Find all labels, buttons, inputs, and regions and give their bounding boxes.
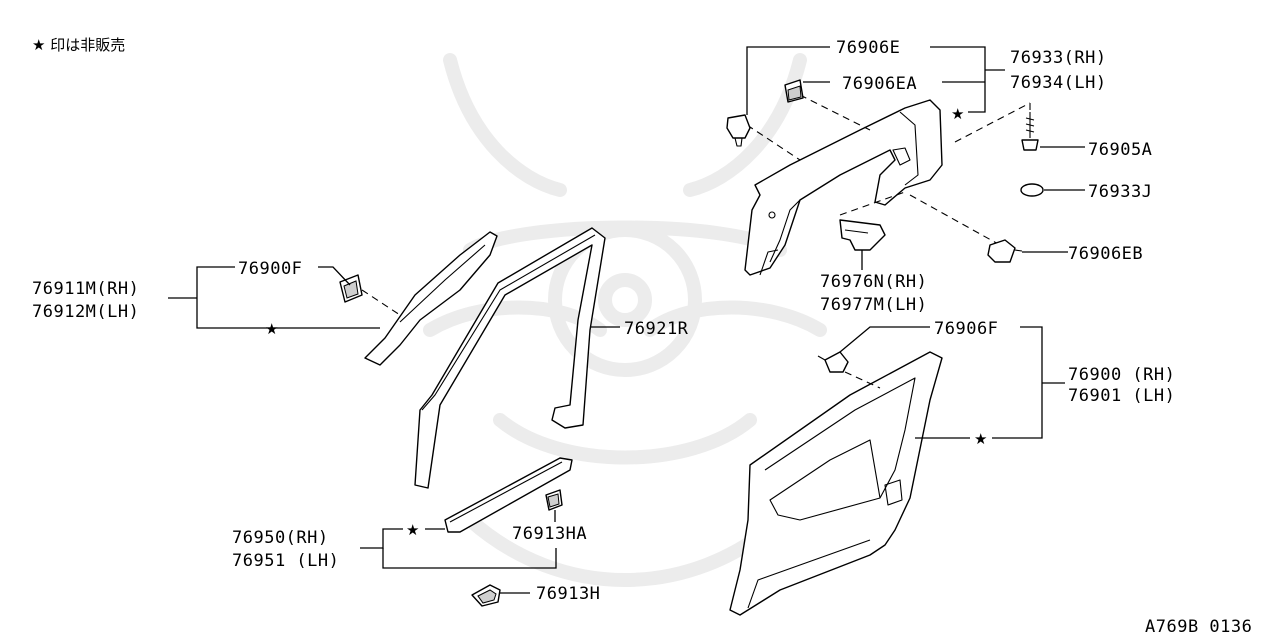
front-pillar-trim <box>364 231 498 366</box>
label-76913HA[interactable]: 76913HA <box>512 524 587 544</box>
clip-76906EB-icon <box>987 239 1023 263</box>
star-marker: ★ <box>265 320 278 338</box>
clip-76913HA-icon <box>545 489 563 511</box>
label-76905A[interactable]: 76905A <box>1088 140 1152 160</box>
clip-76906EA-icon <box>784 79 804 103</box>
label-76906EB[interactable]: 76906EB <box>1068 244 1143 264</box>
label-76906E[interactable]: 76906E <box>836 38 900 58</box>
label-76950[interactable]: 76950(RH) <box>232 528 329 548</box>
rear-side-trim-panel <box>729 351 943 616</box>
rear-side-trim-group <box>729 326 1065 616</box>
cap-76933J-icon <box>1020 183 1044 197</box>
rear-pillar-trim-group <box>726 46 1085 276</box>
label-76900[interactable]: 76900 (RH) <box>1068 365 1175 385</box>
rear-pillar-trim-panel <box>744 99 943 276</box>
label-76911M[interactable]: 76911M(RH) <box>32 279 139 299</box>
label-76901[interactable]: 76901 (LH) <box>1068 386 1175 406</box>
label-76900F[interactable]: 76900F <box>238 259 302 279</box>
clip-76913H-icon <box>471 584 501 607</box>
label-76933J[interactable]: 76933J <box>1088 182 1152 202</box>
clip-76900F-icon <box>339 274 363 303</box>
screw-76905A-icon <box>1021 112 1039 151</box>
bracket-76976N-icon <box>839 219 886 251</box>
kick-plate <box>444 457 573 533</box>
door-weatherstrip-group <box>414 227 620 489</box>
legend-note: ★ 印は非販売 <box>32 36 125 54</box>
label-76921R[interactable]: 76921R <box>624 319 689 339</box>
label-76933[interactable]: 76933(RH) <box>1010 48 1107 68</box>
star-marker: ★ <box>974 430 987 448</box>
clip-76906F-icon <box>817 351 849 373</box>
non-sale-markers: ★ ★ ★ ★ <box>265 105 987 539</box>
label-76951[interactable]: 76951 (LH) <box>232 551 339 571</box>
kick-plate-group <box>360 457 573 607</box>
diagram-code: A769B 0136 <box>1145 617 1252 637</box>
label-76912M[interactable]: 76912M(LH) <box>32 302 139 322</box>
label-76977M[interactable]: 76977M(LH) <box>820 295 927 315</box>
label-76976N[interactable]: 76976N(RH) <box>820 272 927 292</box>
front-pillar-trim-group <box>168 231 498 366</box>
label-76906EA[interactable]: 76906EA <box>842 74 917 94</box>
label-76934[interactable]: 76934(LH) <box>1010 73 1107 93</box>
star-marker: ★ <box>406 521 419 539</box>
door-weatherstrip <box>414 227 606 489</box>
label-76906F[interactable]: 76906F <box>934 319 998 339</box>
star-marker: ★ <box>951 105 964 123</box>
clip-76906E-icon <box>726 114 751 147</box>
label-76913H[interactable]: 76913H <box>536 584 600 604</box>
